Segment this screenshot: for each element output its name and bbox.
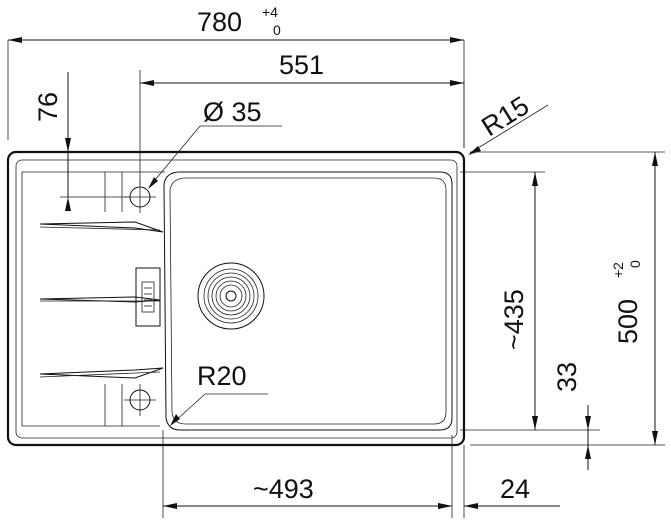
dim-hole-diameter: Ø 35 (148, 97, 282, 189)
dim-hole-spacing: 551 (139, 50, 465, 185)
dim-overall-width: 780 +4 0 (7, 4, 465, 148)
overall-height-tol-upper: +2 (610, 262, 626, 278)
bowl-height-value: ~435 (499, 289, 529, 350)
overflow-slot (135, 267, 161, 327)
overall-width-tol-upper: +4 (262, 4, 278, 20)
overall-height-value: 500 (613, 299, 643, 344)
dim-corner-radius-outer: R15 (468, 90, 549, 155)
corner-radius-outer-value: R15 (476, 90, 534, 142)
dim-bottom-offset: 33 (552, 362, 591, 470)
drainer-area (21, 171, 165, 427)
overall-height-tol-lower: 0 (627, 260, 643, 268)
dim-corner-radius-bowl: R20 (170, 361, 268, 426)
bowl-outline (163, 171, 453, 431)
sink-outline (6, 150, 466, 447)
tap-hole-bottom (124, 384, 156, 416)
dim-bowl-height: ~435 (460, 171, 600, 431)
dim-bowl-width: ~493 (162, 430, 453, 518)
drain-strainer (197, 262, 265, 330)
hole-spacing-value: 551 (279, 50, 324, 80)
dim-hole-offset: 76 (33, 72, 130, 211)
dim-overall-height: 500 +2 0 (470, 151, 665, 446)
dim-right-offset: 24 (430, 445, 560, 518)
bottom-offset-value: 33 (552, 362, 582, 392)
corner-radius-bowl-value: R20 (197, 361, 247, 391)
right-offset-value: 24 (500, 474, 530, 504)
hole-offset-value: 76 (33, 92, 63, 122)
overall-width-value: 780 (197, 7, 242, 37)
overall-width-tol-lower: 0 (273, 22, 281, 38)
bowl-width-value: ~493 (253, 474, 314, 504)
hole-diameter-value: Ø 35 (203, 97, 262, 127)
